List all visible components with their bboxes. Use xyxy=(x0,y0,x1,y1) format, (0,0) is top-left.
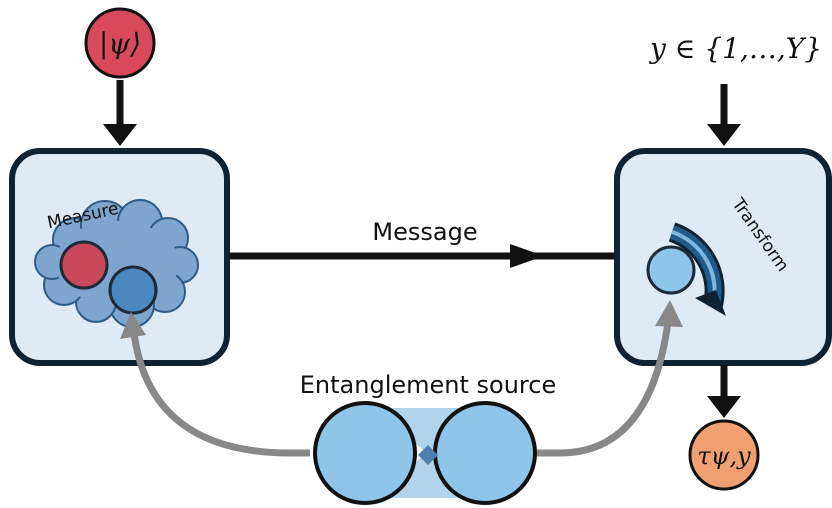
input-state-label: |ψ⟩ xyxy=(99,27,141,60)
input-y-arrow xyxy=(707,84,741,146)
entangled-qubit-right xyxy=(433,401,537,505)
measure-entangled-qubit xyxy=(108,265,158,315)
output-state-node: τψ,y xyxy=(688,419,760,491)
transform-qubit xyxy=(646,245,696,295)
input-y-label: y ∈ {1,…,Y} xyxy=(648,32,822,65)
message-label: Message xyxy=(372,218,477,246)
entanglement-arrow-left xyxy=(120,312,310,457)
entangled-qubit-left xyxy=(313,401,417,505)
transform-box xyxy=(614,148,832,366)
entanglement-arrow-right xyxy=(530,300,683,457)
transform-rotation-icon xyxy=(668,222,726,316)
measure-input-qubit xyxy=(59,240,109,290)
input-state-node: |ψ⟩ xyxy=(84,7,156,79)
input-state-arrow xyxy=(103,80,137,146)
entanglement-source xyxy=(313,401,537,505)
message-arrow xyxy=(228,244,618,268)
output-arrow xyxy=(707,365,741,418)
entanglement-label: Entanglement source xyxy=(300,371,556,399)
output-state-label: τψ,y xyxy=(697,442,751,470)
